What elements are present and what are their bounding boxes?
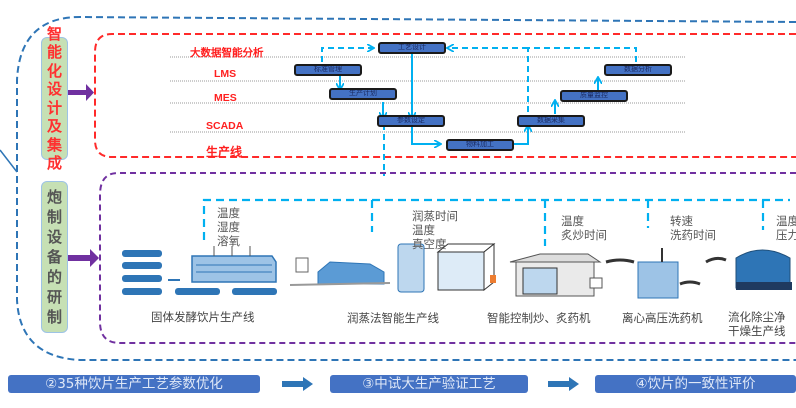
flow-box-production-plan: 生产计划 <box>329 88 397 100</box>
equipment-research-label: 炮 制 设 备 的 研 制 <box>41 181 68 333</box>
param: 润蒸时间 <box>412 209 458 223</box>
flow-box-data-analysis: 数据分析 <box>604 64 672 76</box>
label-char: 设 <box>46 228 62 246</box>
param: 温度 <box>776 214 796 228</box>
label-char: 制 <box>46 308 62 326</box>
equipment-params-steam: 润蒸时间 温度 真空度 <box>412 209 458 251</box>
steam-line-illustration <box>289 242 496 293</box>
washer-illustration <box>605 248 701 299</box>
step-arrow-2 <box>548 377 579 391</box>
fluidized-dryer-illustration <box>705 249 792 290</box>
param: 温度 <box>561 214 584 228</box>
equipment-params-roaster: 温度 炙炒时间 <box>561 214 607 242</box>
label-char: 成 <box>46 154 62 172</box>
param: 真空度 <box>412 237 447 251</box>
param: 温度 <box>217 206 240 220</box>
equipment-name-dryer: 流化除尘净 干燥生产线 <box>728 310 786 338</box>
param: 转速 <box>670 214 693 228</box>
flow-box-material-process: 物料加工 <box>446 139 514 151</box>
side-arrow-bottom <box>67 249 99 267</box>
left-connector-line <box>0 149 18 173</box>
equipment-name-line: 流化除尘净 <box>728 310 786 324</box>
layer-production-line: 生产线 <box>206 145 243 159</box>
layer-big-data: 大数据智能分析 <box>190 47 264 59</box>
equipment-name-fermentation: 固体发酵饮片生产线 <box>151 310 255 324</box>
label-char: 的 <box>46 268 62 286</box>
intelligent-design-frame <box>94 33 796 158</box>
label-char: 计 <box>46 98 62 117</box>
equipment-params-fermentation: 温度 湿度 溶氧 <box>217 206 240 248</box>
flow-box-quality-monitor: 质量监控 <box>560 90 628 102</box>
step-arrow-1 <box>282 377 313 391</box>
step-4-consistency-evaluation: ④饮片的一致性评价 <box>595 375 796 393</box>
param: 洗药时间 <box>670 228 716 242</box>
param: 温度 <box>412 223 435 237</box>
fermentation-line-illustration <box>122 246 277 295</box>
label-char: 炮 <box>46 188 62 206</box>
label-char: 智 <box>46 24 62 43</box>
param: 溶氧 <box>217 234 240 248</box>
step-2-process-optimization: ②35种饮片生产工艺参数优化 <box>8 375 260 393</box>
roaster-illustration <box>509 253 603 297</box>
flow-box-standard-mgmt: 标准管理 <box>294 64 362 76</box>
label-char: 研 <box>46 288 62 306</box>
label-char: 能 <box>46 43 62 61</box>
equipment-frame <box>99 172 796 344</box>
param-brackets <box>202 198 790 246</box>
equipment-name-washer: 离心高压洗药机 <box>622 311 703 325</box>
label-char: 设 <box>46 80 62 98</box>
layer-scada: SCADA <box>206 120 244 132</box>
equipment-name-line: 干燥生产线 <box>728 324 786 338</box>
side-arrow-top <box>67 84 94 101</box>
flow-box-process-design: 工艺设计 <box>378 42 446 54</box>
label-char: 及 <box>46 117 62 135</box>
label-char: 备 <box>46 248 62 266</box>
flow-box-data-collect: 数据采集 <box>517 115 585 127</box>
layer-mes: MES <box>214 92 237 104</box>
equipment-name-steam: 润蒸法智能生产线 <box>347 311 439 325</box>
param: 压力 <box>776 228 796 242</box>
label-char: 集 <box>46 135 62 154</box>
outer-frame <box>16 15 796 361</box>
label-char: 制 <box>46 208 62 226</box>
label-char: 化 <box>46 61 62 80</box>
flow-box-parameter-set: 参数设定 <box>377 115 445 127</box>
equipment-name-roaster: 智能控制炒、炙药机 <box>487 311 591 325</box>
equipment-params-washer: 转速 洗药时间 <box>670 214 716 242</box>
equipment-params-dryer: 温度 压力 <box>776 214 796 242</box>
step-3-pilot-verification: ③中试大生产验证工艺 <box>330 375 528 393</box>
intelligent-design-label: 智 能 化 设 计 及 集 成 <box>41 25 68 172</box>
param: 炙炒时间 <box>561 228 607 242</box>
layer-lms: LMS <box>214 68 237 80</box>
param: 湿度 <box>217 220 240 234</box>
